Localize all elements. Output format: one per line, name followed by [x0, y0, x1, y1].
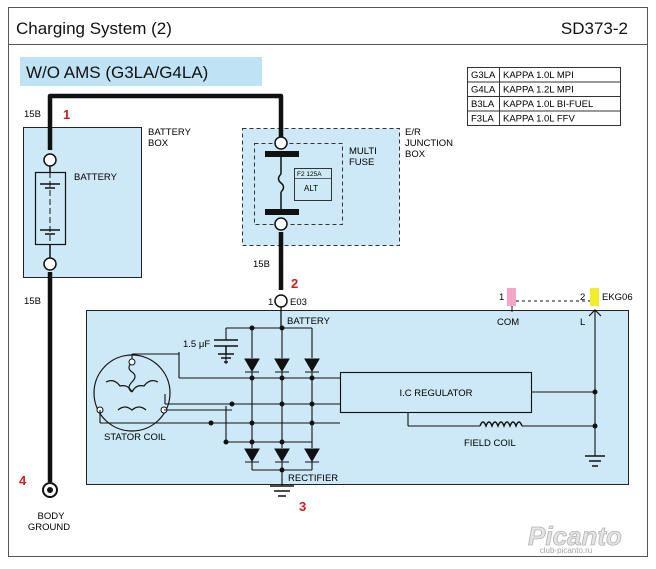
multi-fuse-label: MULTI	[349, 146, 377, 157]
page-title: Charging System (2)	[16, 19, 172, 38]
junction-box-label: E/R	[405, 127, 421, 138]
wire-label: 15B	[24, 109, 41, 120]
junction-terminal-in	[274, 136, 288, 150]
rectifier-label: RECTIFIER	[288, 473, 338, 484]
l-pin-number: 2	[580, 292, 585, 303]
field-coil-label: FIELD COIL	[464, 438, 516, 449]
page-code: SD373-2	[561, 19, 628, 38]
picanto-watermark: Picanto club-picanto.ru	[528, 521, 623, 555]
battery-terminal-positive	[43, 153, 57, 167]
connector-pin: 1	[268, 297, 273, 308]
ic-regulator-label: I.C REGULATOR	[399, 388, 472, 399]
field-ground-symbol	[585, 455, 605, 467]
battery-box-label: BOX	[148, 138, 169, 149]
l-connector-pin	[590, 288, 599, 306]
alternator-connector-e03	[274, 294, 288, 308]
engine-table: G3LA KAPPA 1.0L MPI G4LA KAPPA 1.2L MPI …	[467, 67, 621, 126]
engine-desc: KAPPA 1.2L MPI	[503, 85, 574, 96]
com-pin-number: 1	[499, 292, 504, 303]
engine-code: G4LA	[471, 85, 496, 96]
engine-desc: KAPPA 1.0L FFV	[503, 114, 575, 125]
battery-terminal-label: BATTERY	[287, 316, 331, 327]
rectifier-ground-symbol	[270, 485, 294, 497]
variant-label-box	[20, 57, 262, 86]
body-ground-label: GROUND	[28, 522, 70, 533]
fuse-info-box	[294, 168, 332, 201]
marker-number: 3	[299, 499, 306, 514]
wire-junction-dots	[208, 325, 598, 473]
battery-symbol	[34, 166, 67, 258]
engine-desc: KAPPA 1.0L BI-FUEL	[503, 99, 593, 110]
ekg-connector-id: EKG06	[602, 292, 633, 303]
battery-label: BATTERY	[74, 172, 118, 183]
main-harness-wire	[47, 93, 284, 482]
battery-terminal-negative	[43, 257, 57, 271]
field-coil-symbol	[479, 421, 523, 428]
fuse-link-symbol	[277, 173, 285, 193]
junction-box-label: BOX	[405, 149, 426, 160]
connector-id: E03	[290, 297, 307, 308]
engine-code: F3LA	[471, 114, 494, 125]
body-ground-symbol	[42, 482, 58, 498]
multi-fuse-label: FUSE	[349, 157, 374, 168]
marker-number: 4	[19, 473, 27, 488]
capacitor-symbol	[214, 339, 238, 363]
com-label: COM	[497, 317, 519, 328]
watermark-url: club-picanto.ru	[540, 546, 592, 555]
wire-label: 15B	[253, 259, 270, 270]
multi-fuse-block	[254, 143, 343, 225]
variant-label: W/O AMS (G3LA/G4LA)	[26, 63, 208, 82]
engine-code: B3LA	[471, 99, 495, 110]
engine-code: G3LA	[471, 70, 496, 81]
ic-regulator-box	[339, 371, 533, 414]
body-ground-label: BODY	[38, 511, 66, 522]
marker-number: 1	[63, 107, 70, 122]
capacitor-label: 1.5 μF	[183, 339, 210, 350]
rectifier-diodes	[244, 358, 320, 463]
marker-number: 2	[291, 276, 298, 291]
junction-box-label: JUNCTION	[405, 138, 453, 149]
battery-box	[23, 127, 142, 278]
junction-terminal-out	[274, 217, 288, 231]
fuse-name: ALT	[304, 184, 318, 193]
diagram-frame	[8, 7, 648, 557]
l-terminal-arrow	[588, 309, 602, 317]
l-label: L	[580, 317, 585, 328]
stator-coil-label: STATOR COIL	[104, 432, 166, 443]
stator-coil-symbol	[93, 354, 232, 432]
fuse-rating: F2 125A	[297, 171, 322, 178]
engine-desc: KAPPA 1.0L MPI	[503, 70, 574, 81]
watermark-brand: Picanto	[528, 521, 622, 551]
wire-label: 15B	[24, 296, 41, 307]
battery-box-label: BATTERY	[148, 127, 192, 138]
com-connector-pin	[507, 288, 516, 306]
